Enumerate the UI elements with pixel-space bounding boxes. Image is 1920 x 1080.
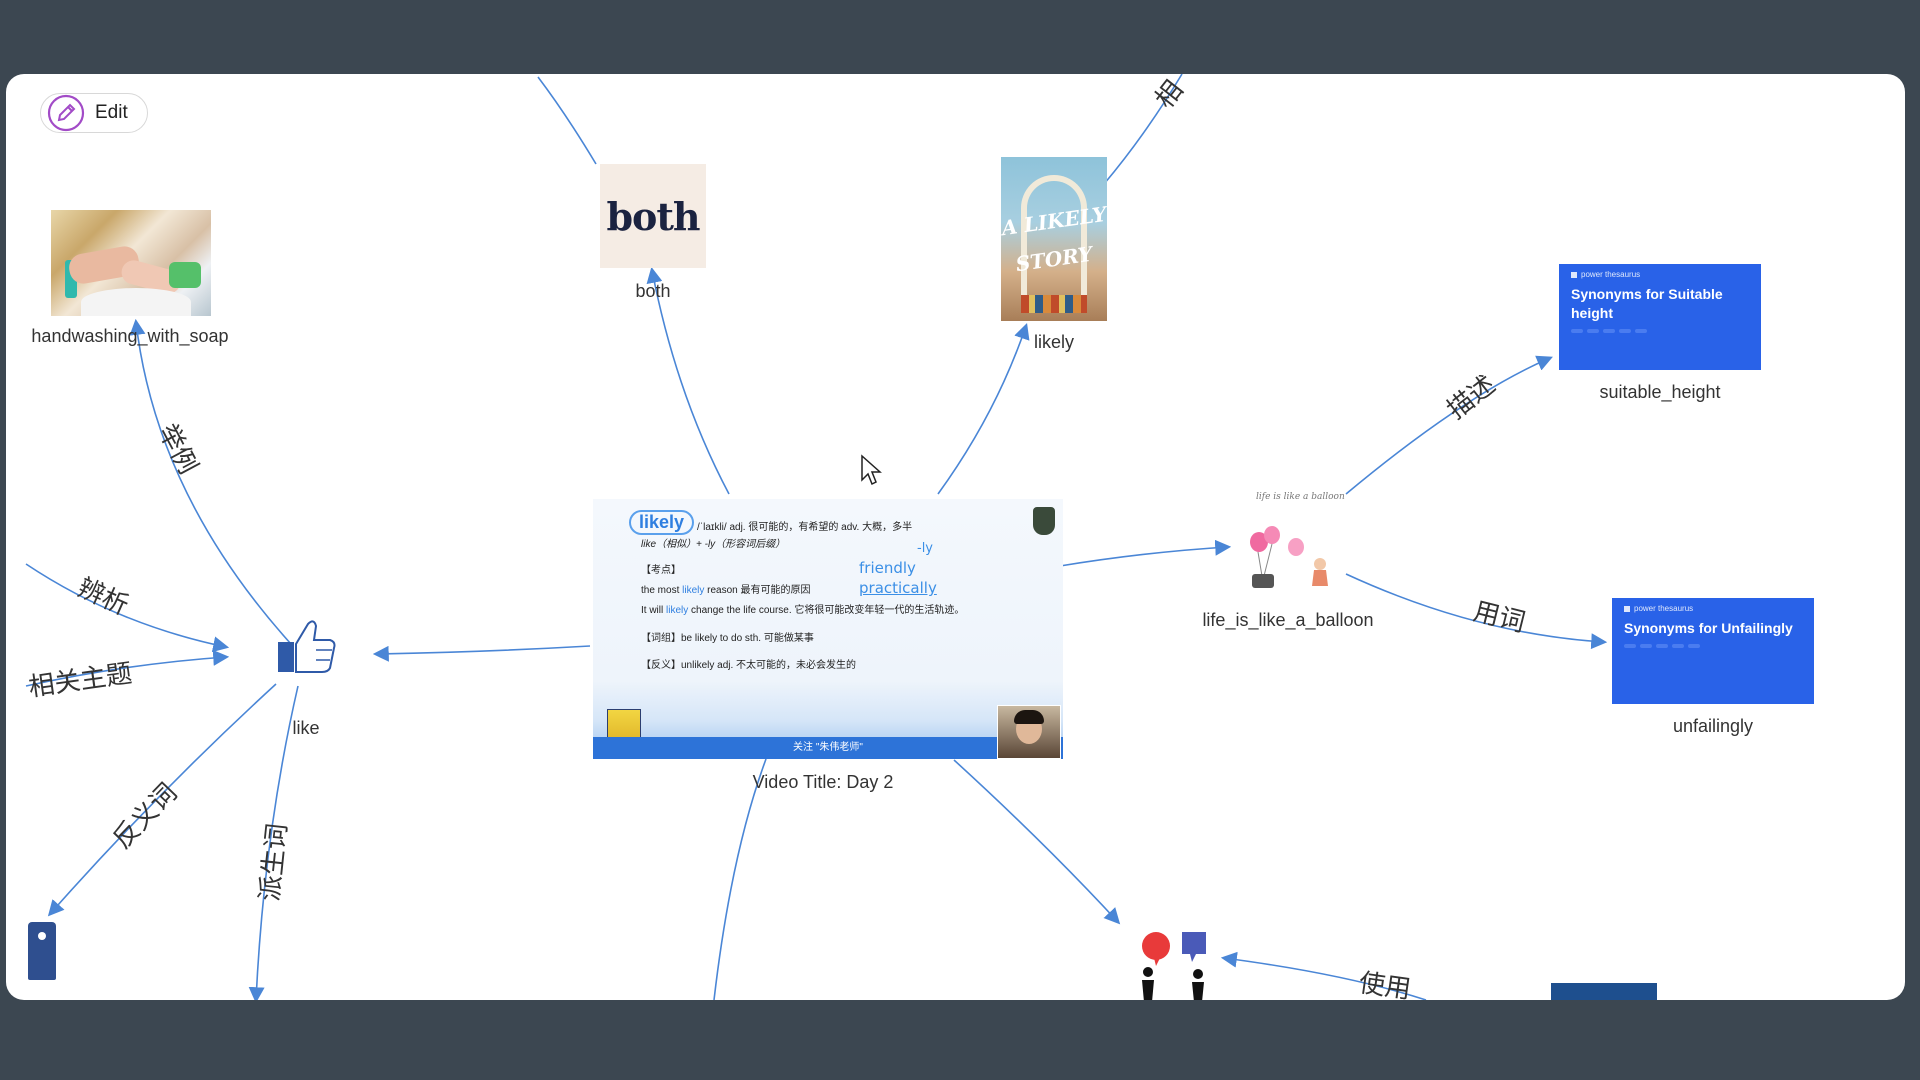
- video-hand-friendly: friendly: [859, 559, 916, 577]
- mindmap-canvas[interactable]: 举例 辨析 相关主题 反义词 派生词 描述 用词 使用 相 Edit handw…: [6, 74, 1905, 1000]
- video-thumbnail[interactable]: likely /ˈlaɪkli/ adj. 很可能的，有希望的 adv. 大概，…: [593, 499, 1063, 759]
- video-line-example2: It will likely change the life course. 它…: [641, 605, 965, 616]
- edge-label-example: 举例: [152, 419, 203, 479]
- likely-book-image[interactable]: A LIKELY STORY: [1001, 157, 1107, 321]
- edge-label-word-usage: 用词: [1470, 597, 1528, 639]
- video-hand-ly: -ly: [917, 541, 933, 556]
- balloon-caption: life is like a balloon: [1256, 492, 1345, 502]
- suitable-height-label: suitable_height: [1599, 382, 1721, 402]
- video-line-etym: like（相似）+ -ly（形容词后缀）: [641, 539, 786, 550]
- edge-label-related-partial: 相: [1150, 75, 1190, 114]
- partial-node-image[interactable]: [1551, 983, 1657, 1000]
- edit-label: Edit: [95, 102, 128, 123]
- card-title: Synonyms for Suitable height: [1571, 286, 1723, 321]
- unfailingly-card[interactable]: power thesaurus Synonyms for Unfailingly: [1612, 598, 1814, 704]
- thumbs-up-icon[interactable]: [276, 614, 338, 676]
- card-tags: [1624, 644, 1802, 648]
- video-hand-practically: practically: [859, 579, 937, 597]
- video-headword: likely: [629, 510, 695, 535]
- video-presenter-cam: [997, 705, 1061, 759]
- edge-related-topic: [25, 649, 230, 687]
- suitable-height-card[interactable]: power thesaurus Synonyms for Suitable he…: [1559, 264, 1761, 370]
- conversation-icon[interactable]: [1134, 930, 1214, 1000]
- balloon-label: life_is_like_a_balloon: [1202, 610, 1374, 630]
- edge-top-left: [537, 76, 597, 165]
- edge-label-related-topic: 相关主题: [27, 659, 134, 703]
- edge-derivative: [248, 685, 299, 1000]
- video-line-example1: the most likely reason 最有可能的原因: [641, 585, 811, 596]
- thesaurus-logo-icon: [1571, 271, 1577, 278]
- both-image-text: both: [606, 193, 700, 239]
- edge-label-use: 使用: [1357, 968, 1413, 1000]
- unfailingly-label: unfailingly: [1672, 716, 1754, 736]
- video-bottom-bar: 关注 "朱伟老师": [593, 737, 1063, 759]
- edge-video-like: [372, 645, 591, 662]
- like-label: like: [292, 718, 320, 738]
- edge-antonym: [47, 683, 277, 917]
- mouse-cursor-icon: [860, 454, 882, 486]
- edge-label-derivative: 派生词: [255, 822, 293, 903]
- edge-likely-top: [1103, 74, 1183, 185]
- both-image[interactable]: both: [600, 164, 706, 268]
- edge-balloon-suitable: [1345, 355, 1553, 495]
- edge-distinguish: [25, 563, 230, 653]
- both-label: both: [635, 281, 671, 301]
- handwashing-label: handwashing_with_soap: [31, 326, 229, 346]
- edge-video-both: [646, 266, 730, 495]
- edit-button[interactable]: Edit: [40, 93, 148, 133]
- edge-video-likely: [937, 322, 1030, 495]
- edge-label-describe: 描述: [1442, 370, 1501, 426]
- edges-layer: 举例 辨析 相关主题 反义词 派生词 描述 用词 使用 相: [25, 74, 1608, 1000]
- edge-use: [1220, 951, 1427, 1000]
- edge-video-bottom: [713, 758, 767, 1000]
- edge-label-antonym: 反义词: [107, 778, 183, 855]
- edge-label-distinguish: 辨析: [73, 573, 133, 622]
- video-line-kaodian: 【考点】: [641, 565, 681, 576]
- edge-video-people: [953, 759, 1121, 925]
- balloon-image[interactable]: life is like a balloon: [1236, 490, 1346, 594]
- pencil-icon: [47, 94, 85, 132]
- edge-video-balloon: [1059, 539, 1232, 567]
- device-icon[interactable]: [28, 922, 56, 980]
- likely-label: likely: [1033, 332, 1075, 352]
- edge-like-handwashing: [129, 318, 292, 645]
- edge-balloon-unfailingly: [1345, 573, 1608, 650]
- video-line-phrase: 【词组】be likely to do sth. 可能做某事: [641, 633, 814, 644]
- video-line-antonym: 【反义】unlikely adj. 不太可能的，未必会发生的: [641, 660, 857, 671]
- card-source: power thesaurus: [1581, 270, 1641, 279]
- card-tags: [1571, 329, 1749, 333]
- card-title: Synonyms for Unfailingly: [1624, 620, 1793, 636]
- thesaurus-logo-icon: [1624, 605, 1630, 612]
- video-line-pron: /ˈlaɪkli/ adj. 很可能的，有希望的 adv. 大概，多半: [697, 522, 913, 533]
- video-logo-icon: [1033, 507, 1055, 535]
- handwashing-image[interactable]: [51, 210, 211, 316]
- video-label: Video Title: Day 2: [752, 772, 894, 792]
- card-source: power thesaurus: [1634, 604, 1694, 613]
